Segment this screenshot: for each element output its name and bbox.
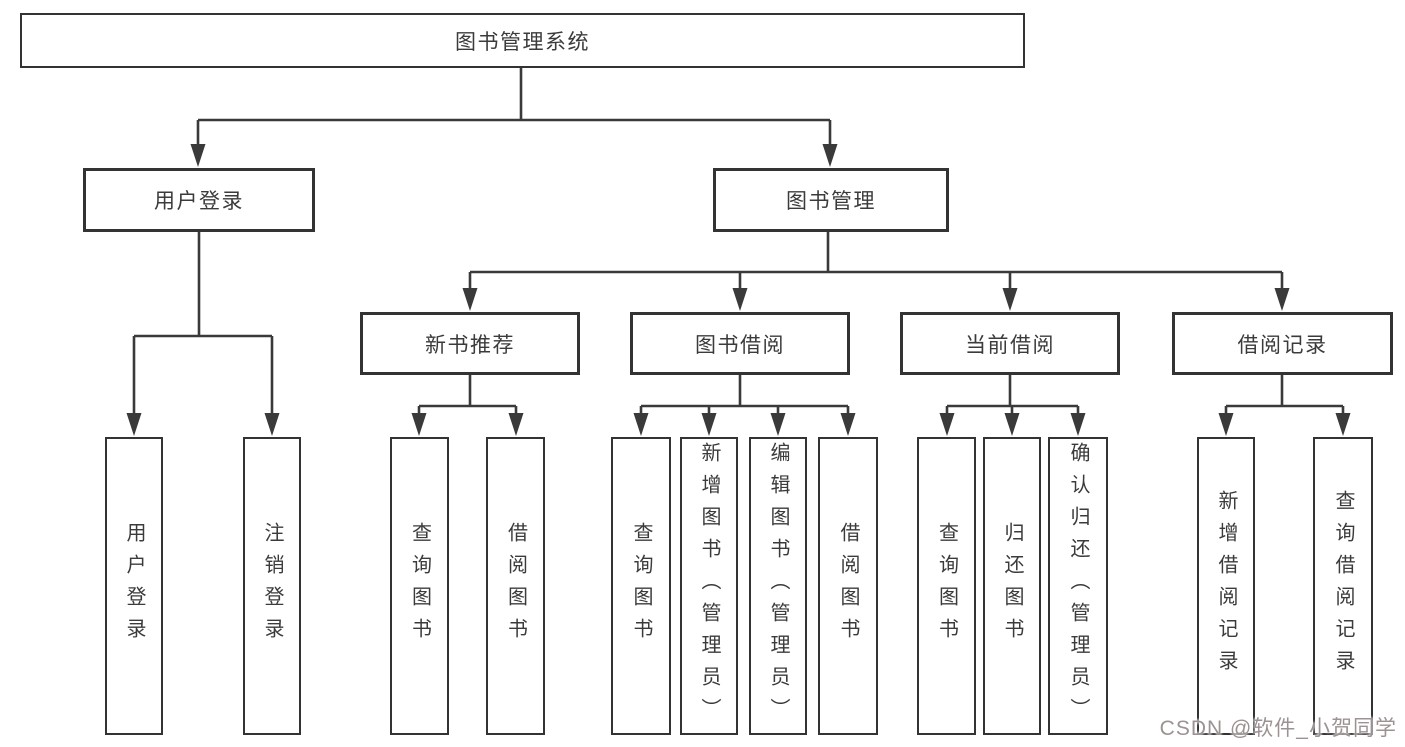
leaf-label: 借阅图书	[837, 522, 859, 650]
leaf-newrec-query-books: 查询图书	[390, 437, 449, 735]
node-label: 当前借阅	[965, 333, 1055, 357]
leaf-label: 查询图书	[935, 522, 958, 650]
node-current-borrow: 当前借阅	[900, 312, 1120, 375]
leaf-label: 查询借阅记录	[1332, 490, 1354, 682]
leaf-label: 新增图书（管理员）	[698, 442, 720, 730]
node-library-management-system: 图书管理系统	[20, 13, 1025, 68]
watermark: CSDN @软件_小贺同学	[1159, 717, 1397, 740]
leaf-borrow-query-books: 查询图书	[611, 437, 671, 735]
node-label: 图书借阅	[695, 333, 785, 357]
leaf-borrow-add-books-admin: 新增图书（管理员）	[680, 437, 738, 735]
leaf-user-login: 用户登录	[105, 437, 163, 735]
node-borrow-records: 借阅记录	[1172, 312, 1393, 375]
node-label: 用户登录	[154, 190, 244, 213]
leaf-current-query-books: 查询图书	[917, 437, 976, 735]
node-book-borrow: 图书借阅	[630, 312, 850, 375]
leaf-current-confirm-return-admin: 确认归还（管理员）	[1048, 437, 1108, 735]
leaf-label: 确认归还（管理员）	[1067, 442, 1089, 730]
leaf-label: 归还图书	[1001, 522, 1023, 650]
node-label: 新书推荐	[425, 333, 515, 357]
leaf-label: 编辑图书（管理员）	[767, 442, 789, 730]
leaf-borrow-borrow-books: 借阅图书	[818, 437, 878, 735]
node-label: 图书管理系统	[455, 30, 590, 54]
leaf-records-add-record: 新增借阅记录	[1197, 437, 1255, 735]
leaf-label: 新增借阅记录	[1215, 490, 1237, 682]
leaf-label: 注销登录	[261, 522, 283, 650]
node-label: 图书管理	[786, 190, 876, 213]
leaf-label: 查询图书	[408, 522, 431, 650]
node-user-login: 用户登录	[83, 168, 315, 232]
leaf-newrec-borrow-books: 借阅图书	[486, 437, 545, 735]
leaf-label: 查询图书	[630, 522, 652, 650]
node-new-book-recommend: 新书推荐	[360, 312, 580, 375]
node-label: 借阅记录	[1237, 333, 1328, 357]
leaf-logout: 注销登录	[243, 437, 301, 735]
leaf-borrow-edit-books-admin: 编辑图书（管理员）	[749, 437, 807, 735]
node-book-management: 图书管理	[713, 168, 949, 232]
leaf-current-return-books: 归还图书	[983, 437, 1041, 735]
leaf-label: 借阅图书	[504, 522, 527, 650]
leaf-records-query-record: 查询借阅记录	[1313, 437, 1373, 735]
leaf-label: 用户登录	[123, 522, 145, 650]
